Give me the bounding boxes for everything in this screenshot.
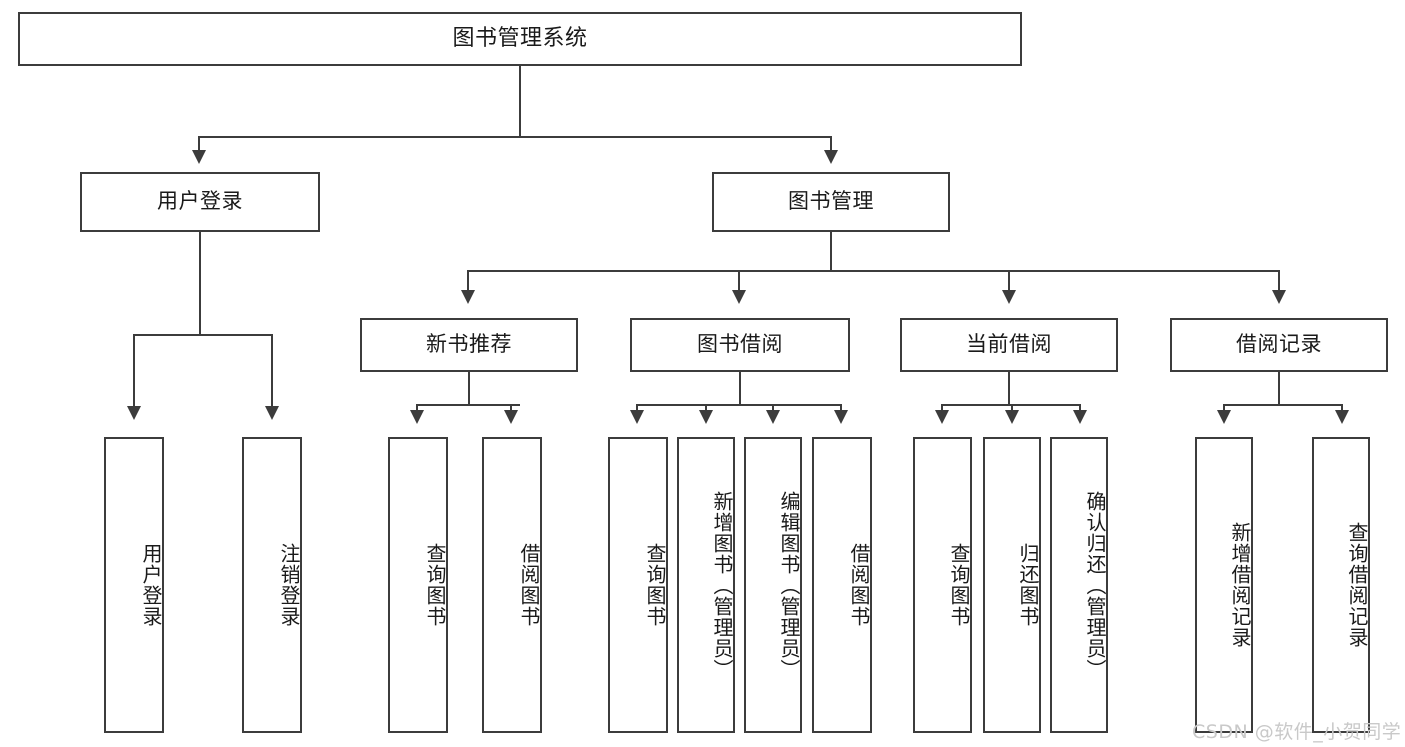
leaf-add-book-admin[interactable]: 新增图书（管理员） bbox=[677, 437, 735, 733]
leaf-user-login[interactable]: 用户登录 bbox=[104, 437, 164, 733]
arrowhead-nbr-to-query-book bbox=[410, 410, 424, 424]
connector-bb-stem bbox=[739, 372, 741, 406]
arrowhead-root-to-book-management bbox=[824, 150, 838, 164]
connector-cb-stem bbox=[1008, 372, 1010, 406]
connector-cb-drop-3 bbox=[1079, 404, 1081, 412]
connector-bb-drop-4 bbox=[840, 404, 842, 412]
node-root-library-management-system[interactable]: 图书管理系统 bbox=[18, 12, 1022, 66]
leaf-return-book[interactable]: 归还图书 bbox=[983, 437, 1041, 733]
node-current-borrow[interactable]: 当前借阅 bbox=[900, 318, 1118, 372]
connector-nbr-bar bbox=[416, 404, 520, 406]
csdn-watermark: CSDN @软件_小贺同学 bbox=[1192, 721, 1402, 743]
arrowhead-bm-to-borrow-record bbox=[1272, 290, 1286, 304]
node-book-borrow[interactable]: 图书借阅 bbox=[630, 318, 850, 372]
node-new-book-recommend[interactable]: 新书推荐 bbox=[360, 318, 578, 372]
arrowhead-root-to-user-login bbox=[192, 150, 206, 164]
connector-cb-drop-1 bbox=[941, 404, 943, 412]
connector-nbr-drop-1 bbox=[416, 404, 418, 412]
connector-br-drop-2 bbox=[1341, 404, 1343, 412]
arrowhead-bb-to-borrow-book bbox=[834, 410, 848, 424]
node-book-management[interactable]: 图书管理 bbox=[712, 172, 950, 232]
leaf-edit-book-admin[interactable]: 编辑图书（管理员） bbox=[744, 437, 802, 733]
leaf-query-book-cb[interactable]: 查询图书 bbox=[913, 437, 972, 733]
leaf-borrow-book-nbr[interactable]: 借阅图书 bbox=[482, 437, 542, 733]
arrowhead-bm-to-book-borrow bbox=[732, 290, 746, 304]
connector-bb-bar bbox=[636, 404, 842, 406]
arrowhead-user-login-to-login bbox=[127, 406, 141, 420]
connector-bm-drop-4 bbox=[1278, 270, 1280, 292]
connector-book-management-bar bbox=[467, 270, 1279, 272]
connector-root-drop-2 bbox=[830, 136, 832, 152]
arrowhead-cb-to-return-book bbox=[1005, 410, 1019, 424]
arrowhead-nbr-to-borrow-book bbox=[504, 410, 518, 424]
arrowhead-bm-to-current-borrow bbox=[1002, 290, 1016, 304]
connector-user-login-bar bbox=[133, 334, 273, 336]
leaf-query-borrow-record[interactable]: 查询借阅记录 bbox=[1312, 437, 1370, 733]
connector-bm-drop-1 bbox=[467, 270, 469, 292]
node-borrow-record[interactable]: 借阅记录 bbox=[1170, 318, 1388, 372]
arrowhead-cb-to-confirm-return bbox=[1073, 410, 1087, 424]
leaf-query-book-nbr[interactable]: 查询图书 bbox=[388, 437, 448, 733]
arrowhead-bb-to-query-book bbox=[630, 410, 644, 424]
leaf-borrow-book-bb[interactable]: 借阅图书 bbox=[812, 437, 872, 733]
connector-bm-drop-2 bbox=[738, 270, 740, 292]
connector-cb-drop-2 bbox=[1011, 404, 1013, 412]
connector-br-bar bbox=[1223, 404, 1341, 406]
leaf-confirm-return-admin[interactable]: 确认归还（管理员） bbox=[1050, 437, 1108, 733]
leaf-add-borrow-record[interactable]: 新增借阅记录 bbox=[1195, 437, 1253, 733]
arrowhead-br-to-add-record bbox=[1217, 410, 1231, 424]
connector-book-management-stem bbox=[830, 232, 832, 272]
arrowhead-bm-to-new-book-recommend bbox=[461, 290, 475, 304]
connector-bb-drop-1 bbox=[636, 404, 638, 412]
connector-user-login-drop-1 bbox=[133, 334, 135, 408]
connector-nbr-stem bbox=[468, 372, 470, 406]
connector-bm-drop-3 bbox=[1008, 270, 1010, 292]
arrowhead-bb-to-edit-book bbox=[766, 410, 780, 424]
arrowhead-br-to-query-record bbox=[1335, 410, 1349, 424]
connector-bb-drop-2 bbox=[705, 404, 707, 412]
connector-user-login-drop-2 bbox=[271, 334, 273, 408]
connector-user-login-stem bbox=[199, 232, 201, 336]
connector-br-drop-1 bbox=[1223, 404, 1225, 412]
connector-cb-bar bbox=[941, 404, 1079, 406]
arrowhead-bb-to-add-book bbox=[699, 410, 713, 424]
connector-root-bar bbox=[198, 136, 832, 138]
connector-root-drop-1 bbox=[198, 136, 200, 152]
arrowhead-cb-to-query-book bbox=[935, 410, 949, 424]
node-user-login[interactable]: 用户登录 bbox=[80, 172, 320, 232]
leaf-logout[interactable]: 注销登录 bbox=[242, 437, 302, 733]
arrowhead-user-login-to-logout bbox=[265, 406, 279, 420]
leaf-query-book-bb[interactable]: 查询图书 bbox=[608, 437, 668, 733]
connector-bb-drop-3 bbox=[772, 404, 774, 412]
connector-br-stem bbox=[1278, 372, 1280, 406]
connector-nbr-drop-2 bbox=[510, 404, 512, 412]
connector-root-stem bbox=[519, 66, 521, 138]
